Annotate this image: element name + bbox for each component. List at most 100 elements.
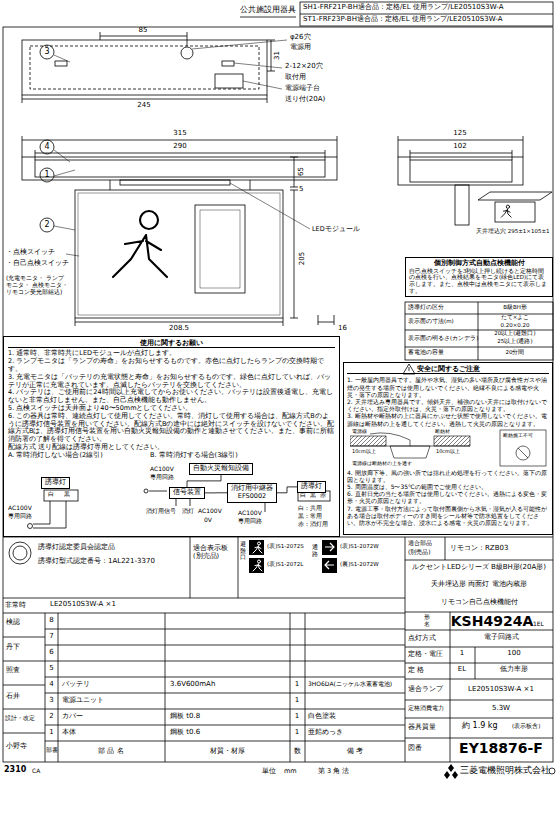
body-text: 消灯用中継器: [231, 485, 273, 493]
label-text: 形名: [424, 614, 430, 627]
label-text: 定格消費電力: [408, 705, 444, 711]
label-text: φ26穴: [290, 34, 311, 41]
label-text: 65: [298, 167, 305, 176]
label-text: 三菱電機照明株式会社: [460, 766, 550, 775]
label-text: 白：共用: [298, 505, 322, 511]
label-text: 5: [49, 665, 53, 672]
body-text: 7. 電源工事・取付方法によって取付面裏側から水気・湿気が入る可能性がある場合は…: [347, 505, 549, 527]
label-text: バッテリ: [62, 681, 90, 688]
label-text: 20以上(避難口): [494, 331, 535, 337]
label-text: 非常時: [5, 602, 26, 609]
label-text: LE20510S3W-A ×1: [50, 601, 116, 608]
label-text: 約 1.9 kg: [462, 722, 498, 730]
label-text: KSH4924A: [451, 614, 533, 628]
label-text: 5: [299, 186, 303, 193]
label-text: B. 常時消灯する場合(3線引): [150, 452, 238, 459]
label-text: mm: [284, 768, 297, 775]
label-text: たて×よこ: [501, 315, 530, 321]
label-text: 亜鉛めっき: [308, 729, 343, 736]
label-text: 6: [49, 649, 53, 656]
wire-connector: [205, 492, 227, 493]
label-text: 照査: [6, 667, 20, 674]
label-text: SH1-FRF21P-BH適合品：定格/EL 使用ランプ/LE20510S3W-…: [303, 4, 503, 11]
label-text: 専用回路: [8, 513, 32, 519]
label-text: 電子回路式: [484, 634, 519, 641]
label-text: 電源端子台: [285, 85, 320, 92]
label-text: 電源線は断熱材の上を通す: [352, 461, 412, 466]
wire-connector: [277, 487, 297, 493]
label-text: 検認: [6, 619, 20, 626]
label-text: 20分間: [506, 350, 525, 356]
label-text: ・自己点検スイッチ: [6, 260, 69, 267]
label-text: 鋼板 t0.8: [170, 713, 200, 720]
label-text: 丹下: [6, 644, 20, 651]
device-box: 誘導灯: [41, 477, 70, 489]
body-text: 5. 点検スイッチは天井面より40〜50mmとしてください。: [8, 405, 335, 413]
label-text: CA: [32, 768, 40, 774]
label-text: 誘導灯認定委員会認定品: [38, 544, 115, 551]
body-text: 自動火災報知設備: [193, 465, 249, 473]
body-text: 3. 断熱材や断熱材の上に器具にかぶせた状態で使用しないでください。電源線は断熱…: [347, 412, 549, 426]
label-text: 85: [139, 27, 148, 34]
label-text: LE20510S3W-A ×1: [468, 686, 534, 693]
label-text: 表示面の寸法(m): [408, 319, 454, 325]
label-text: 1: [295, 729, 299, 736]
label-text: AC100V: [238, 510, 262, 516]
label-text: LEDモジュール: [312, 226, 360, 233]
body-text: 5. 周囲温度は、5〜35℃の範囲でご使用ください。: [347, 483, 549, 490]
label-text: 290: [173, 143, 186, 150]
label-text: (表示板含): [512, 724, 540, 730]
label-text: 備 考: [347, 748, 363, 755]
label-text: 3.6V600mAh: [170, 681, 215, 688]
label-text: A. 常時消灯しない場合(2線引): [8, 452, 103, 459]
label-text: 3HO6DA(ニッケル水素蓄電池): [308, 681, 392, 687]
label-text: 電源線: [352, 429, 367, 434]
label-text: (表)S1-2072L: [267, 562, 303, 568]
label-text: AC100V: [8, 505, 32, 511]
label-text: 石井: [6, 693, 20, 700]
label-text: B級BH形: [503, 305, 527, 311]
label-text: 単位: [262, 768, 276, 775]
label-text: 部番: [46, 748, 58, 754]
device-box: 消灯用中継器EFS0002: [227, 483, 277, 503]
body-text: 3. 充電モニタは「バッテリの充電状態と寿命」をお知らせするものです。緑色に点灯…: [8, 374, 335, 390]
label-text: 天井埋込形 両面灯 電池内蔵形: [431, 581, 526, 588]
label-text: ルクセントLEDシリーズ B級BH形(20A形): [412, 564, 546, 571]
body-text: EFS0002: [231, 493, 273, 501]
label-text: 蓄電池の容量: [408, 350, 444, 356]
label-text: 16: [338, 325, 347, 332]
panel-heading: 使用に関するお願い: [8, 339, 335, 348]
label-text: 適合ランプ: [408, 686, 443, 693]
label-text: 4: [49, 681, 53, 688]
label-text: 設計・改定: [5, 716, 35, 722]
label-text: 断熱施工不可: [503, 433, 533, 438]
label-text: 黒: [64, 491, 70, 497]
label-text: 黒：常用: [298, 513, 322, 519]
label-text: 1: [49, 729, 53, 736]
label-text: 天井埋込穴 295±1×105±1: [476, 229, 550, 235]
label-text: 断熱材: [435, 429, 450, 434]
label-text: 125: [453, 130, 466, 137]
label-text: 10cm以上: [436, 449, 460, 454]
label-text: 0V: [204, 517, 212, 523]
label-text: 鋼板 t0.6: [170, 729, 200, 736]
callout-number: 2: [44, 221, 49, 229]
label-text: 電源ユニット: [62, 697, 104, 704]
label-text: (充電モニタ・ ランプモニタ・ 点検モニタ・ リモコン受光部組込): [6, 274, 70, 296]
label-text: 第 3 角 法: [318, 768, 349, 775]
label-text: 赤：消灯用: [298, 521, 328, 527]
body-text: 誘導灯: [301, 483, 322, 491]
label-text: (表)S1-2072W: [340, 544, 379, 550]
label-text: 25以上(通路): [497, 339, 532, 345]
label-text: 1: [295, 697, 299, 704]
callout-number: 1: [44, 171, 49, 179]
body-text: 4. 開放廊下等、風の強い所では揺れ止め処理を行ってください。落下の原因となりま…: [347, 469, 549, 483]
label-text: 図番: [408, 745, 422, 752]
wire-connector: [187, 475, 221, 487]
label-text: 専用回路: [238, 518, 262, 524]
body-text: 1. 一般屋内用器具です。屋外や水気、湿気の多い場所及び腐食性ガスや油煙の発生す…: [347, 376, 549, 398]
label-text: 送り付(20A): [285, 96, 325, 103]
label-text: ST1-FRF23P-BH適合品：定格/EL 使用ランプ/LE20510S3W-…: [303, 16, 502, 23]
label-text: 0.20×0.20: [500, 323, 529, 329]
label-text: 1: [460, 650, 464, 657]
